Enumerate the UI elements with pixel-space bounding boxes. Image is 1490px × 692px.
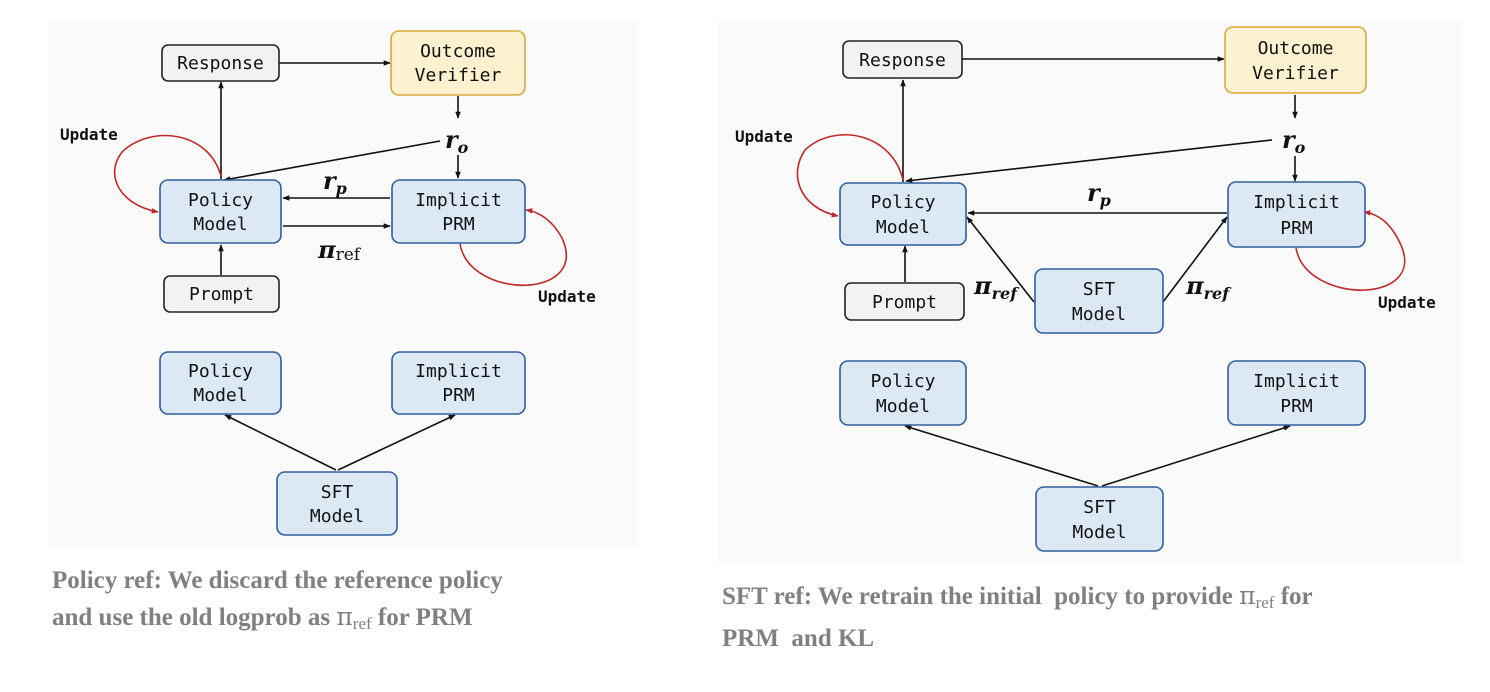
r-r-p-label: rp	[1087, 178, 1111, 210]
r-implicit-prm-label-line2: PRM	[1280, 218, 1313, 239]
r-edge-sft-to-policy	[966, 216, 1035, 303]
r-implicit-prm-bottom-label-line2: PRM	[1280, 396, 1313, 417]
r-loop-update-prm	[1295, 210, 1406, 291]
r-edge-ro-to-policy	[905, 139, 1273, 184]
r-update-prm-label: Update	[1378, 293, 1436, 312]
outcome-verifier-label-line2: Verifier	[415, 65, 502, 86]
r-sft-model-label-line1: SFT	[1083, 497, 1116, 518]
sft-model-node: SFT Model	[276, 471, 398, 536]
right-caption-line1: SFT ref: We retrain the initial policy t…	[722, 578, 1462, 621]
r-implicit-prm-bottom-node: Implicit PRM	[1227, 360, 1366, 426]
policy-model-bottom-label-line2: Model	[193, 385, 247, 406]
update-policy-label: Update	[60, 125, 118, 144]
r-prompt-label: Prompt	[872, 292, 937, 313]
prompt-label: Prompt	[189, 284, 254, 305]
prompt-node: Prompt	[163, 275, 280, 313]
left-caption-line2-after: for PRM	[371, 604, 473, 631]
left-caption-line2-before: and use the old logprob as	[52, 604, 337, 631]
r-policy-model-bottom-label-line2: Model	[876, 396, 930, 417]
r-sft-model-label-line2: Model	[1072, 522, 1126, 543]
r-policy-model-label-line1: Policy	[870, 192, 935, 213]
r-policy-model-label-line2: Model	[876, 217, 930, 238]
right-caption-line2: PRM and KL	[722, 625, 875, 652]
r-sft-model-mid-node: SFT Model	[1034, 268, 1164, 334]
r-p-label: rp	[323, 166, 347, 198]
r-pi-ref-left-label: πref	[973, 271, 1020, 303]
sft-model-label-line2: Model	[310, 506, 364, 527]
outcome-verifier-node: Outcome Verifier	[390, 30, 526, 96]
r-loop-update-policy	[796, 134, 904, 218]
r-response-label: Response	[859, 50, 946, 71]
loop-update-prm	[459, 208, 567, 287]
response-label: Response	[177, 53, 264, 74]
r-outcome-verifier-label-line1: Outcome	[1258, 38, 1334, 59]
r-policy-model-bottom-label-line1: Policy	[870, 371, 935, 392]
right-caption-pi: π	[1239, 581, 1256, 610]
policy-model-label-line2: Model	[193, 214, 247, 235]
right-caption-pi-sub: ref	[1255, 593, 1275, 612]
edge-sft-to-prm-bottom	[337, 414, 456, 471]
policy-model-label-line1: Policy	[188, 190, 253, 211]
left-caption-line1: Policy ref: We discard the reference pol…	[52, 567, 503, 594]
left-caption-pi: π	[336, 602, 353, 631]
r-prompt-node: Prompt	[844, 282, 965, 321]
r-edge-sft-to-policy-bottom	[904, 425, 1099, 487]
r-sft-model-mid-label-line1: SFT	[1083, 279, 1116, 300]
update-prm-label: Update	[538, 287, 596, 306]
left-caption-pi-sub: ref	[352, 614, 372, 633]
implicit-prm-label-line2: PRM	[442, 214, 475, 235]
r-o-label: ro	[445, 125, 469, 157]
loop-update-policy	[113, 134, 222, 214]
left-caption-line2: and use the old logprob as πref for PRM	[52, 599, 632, 642]
r-policy-model-bottom-node: Policy Model	[839, 360, 967, 426]
pi-ref-label: πref	[317, 235, 362, 265]
r-edge-sft-to-prm	[1162, 216, 1228, 303]
policy-model-node: Policy Model	[159, 179, 282, 244]
policy-model-bottom-label-line1: Policy	[188, 361, 253, 382]
implicit-prm-label-line1: Implicit	[415, 190, 502, 211]
r-pi-ref-right-label: πref	[1185, 271, 1232, 303]
r-edge-sft-to-prm-bottom	[1101, 425, 1291, 487]
edge-ro-to-policy	[223, 140, 441, 182]
left-caption: Policy ref: We discard the reference pol…	[52, 563, 632, 642]
right-caption-line1-after: for	[1274, 583, 1313, 610]
r-policy-model-node: Policy Model	[839, 182, 967, 246]
implicit-prm-bottom-label-line1: Implicit	[415, 361, 502, 382]
outcome-verifier-label-line1: Outcome	[420, 41, 496, 62]
r-outcome-verifier-label-line2: Verifier	[1252, 63, 1339, 84]
implicit-prm-bottom-label-line2: PRM	[442, 385, 475, 406]
right-caption-line1-before: SFT ref: We retrain the initial policy t…	[722, 583, 1240, 610]
r-sft-model-node: SFT Model	[1035, 486, 1164, 552]
right-caption: SFT ref: We retrain the initial policy t…	[722, 578, 1462, 657]
r-sft-model-mid-label-line2: Model	[1072, 304, 1126, 325]
r-r-o-label: ro	[1282, 125, 1306, 157]
policy-model-bottom-node: Policy Model	[159, 351, 282, 415]
implicit-prm-bottom-node: Implicit PRM	[391, 351, 526, 415]
sft-model-label-line1: SFT	[321, 482, 354, 503]
r-implicit-prm-label-line1: Implicit	[1253, 192, 1340, 213]
r-implicit-prm-node: Implicit PRM	[1227, 181, 1366, 248]
r-update-policy-label: Update	[735, 127, 793, 146]
implicit-prm-node: Implicit PRM	[391, 179, 526, 244]
edge-sft-to-policy-bottom	[224, 414, 337, 471]
r-response-node: Response	[842, 40, 963, 79]
r-outcome-verifier-node: Outcome Verifier	[1224, 26, 1367, 94]
response-node: Response	[161, 44, 280, 82]
r-implicit-prm-bottom-label-line1: Implicit	[1253, 371, 1340, 392]
